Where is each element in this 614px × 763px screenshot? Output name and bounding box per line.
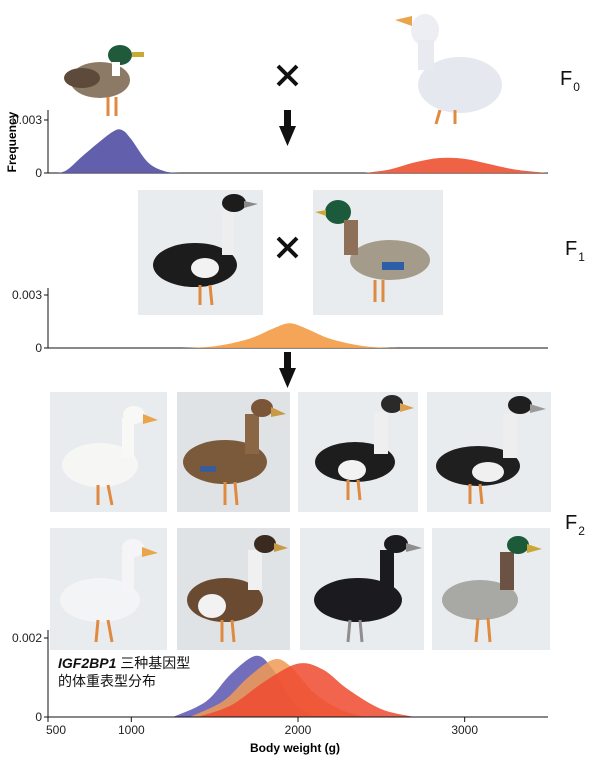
down-arrow-icon	[279, 110, 296, 146]
generation-label-f0: F0	[560, 68, 580, 94]
duck-photo-f2-black	[300, 528, 424, 650]
generation-label-f1: F1	[565, 238, 585, 264]
duck-photo-f2-white	[50, 392, 167, 512]
duck-photo-f2-black-white-2	[427, 392, 551, 512]
x-tick-label: 2000	[285, 723, 312, 737]
down-arrow-icon	[279, 352, 296, 388]
duck-photo-f2-brown-white	[177, 528, 290, 650]
duck-photo-f2-black-white	[298, 392, 418, 512]
x-tick-label: 1000	[118, 723, 145, 737]
duck-photo-pekin-f0	[395, 14, 502, 125]
f1-ytick-label: 0.003	[12, 288, 42, 302]
duck-photo-f2-white-2	[50, 528, 167, 650]
f1-ytick-label: 0	[35, 341, 42, 355]
duck-photo-f2-brown	[177, 392, 290, 512]
duck-photo-f2-mallard	[432, 528, 550, 650]
f2-ytick-label: 0	[35, 710, 42, 724]
f1-density-area-1	[181, 323, 398, 348]
y-axis-label: Frequency	[5, 111, 19, 172]
f0-ytick-label: 0	[35, 166, 42, 180]
x-tick-label: 500	[46, 723, 66, 737]
f0-density-area-2	[364, 157, 548, 173]
f2-ytick-label: 0.002	[12, 631, 42, 645]
f0-ytick-label: 0.003	[12, 113, 42, 127]
gene-name: IGF2BP1	[58, 655, 117, 671]
cross-icon	[276, 64, 299, 87]
cross-icon	[276, 236, 299, 259]
duck-photo-crossbred-f1	[138, 190, 263, 315]
x-axis-label: Body weight (g)	[250, 741, 340, 755]
x-tick-label: 3000	[451, 723, 478, 737]
f0-chart: 0.003 0	[12, 110, 548, 180]
f0-density-area-1	[48, 129, 182, 174]
annotation-line2: 的体重表型分布	[58, 673, 156, 689]
duck-photo-mallard-f0	[64, 45, 144, 116]
genotype-annotation: IGF2BP1 三种基因型 的体重表型分布	[58, 654, 190, 690]
annotation-line1: 三种基因型	[116, 655, 191, 671]
generation-label-f2: F2	[565, 512, 585, 538]
f2-density-area-3	[198, 663, 415, 717]
f2-photo-grid	[50, 392, 551, 650]
f2-chart: 0.002 0 500 1000 2000 3000	[12, 630, 548, 737]
duck-photo-mallard-f1	[313, 190, 443, 315]
f1-chart: 0.003 0	[12, 288, 548, 355]
